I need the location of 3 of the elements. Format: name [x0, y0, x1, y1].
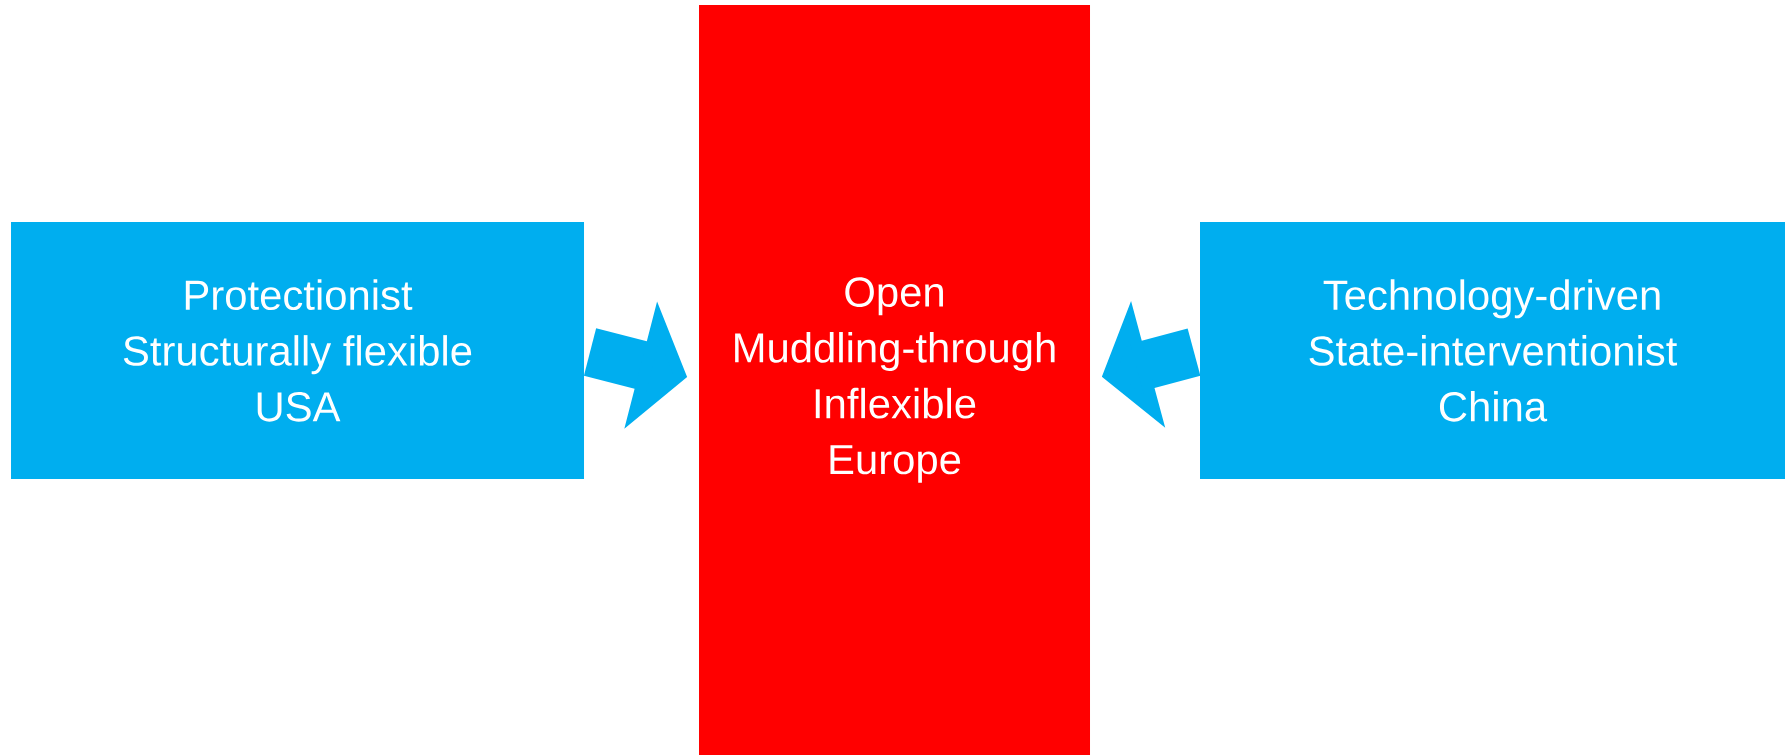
text-box: Protectionist Structurally flexible USA	[11, 222, 584, 479]
text-box: Technology-driven State-interventionist China	[1200, 222, 1785, 479]
text-box: Open Muddling-through Inflexible Europe	[699, 5, 1090, 755]
